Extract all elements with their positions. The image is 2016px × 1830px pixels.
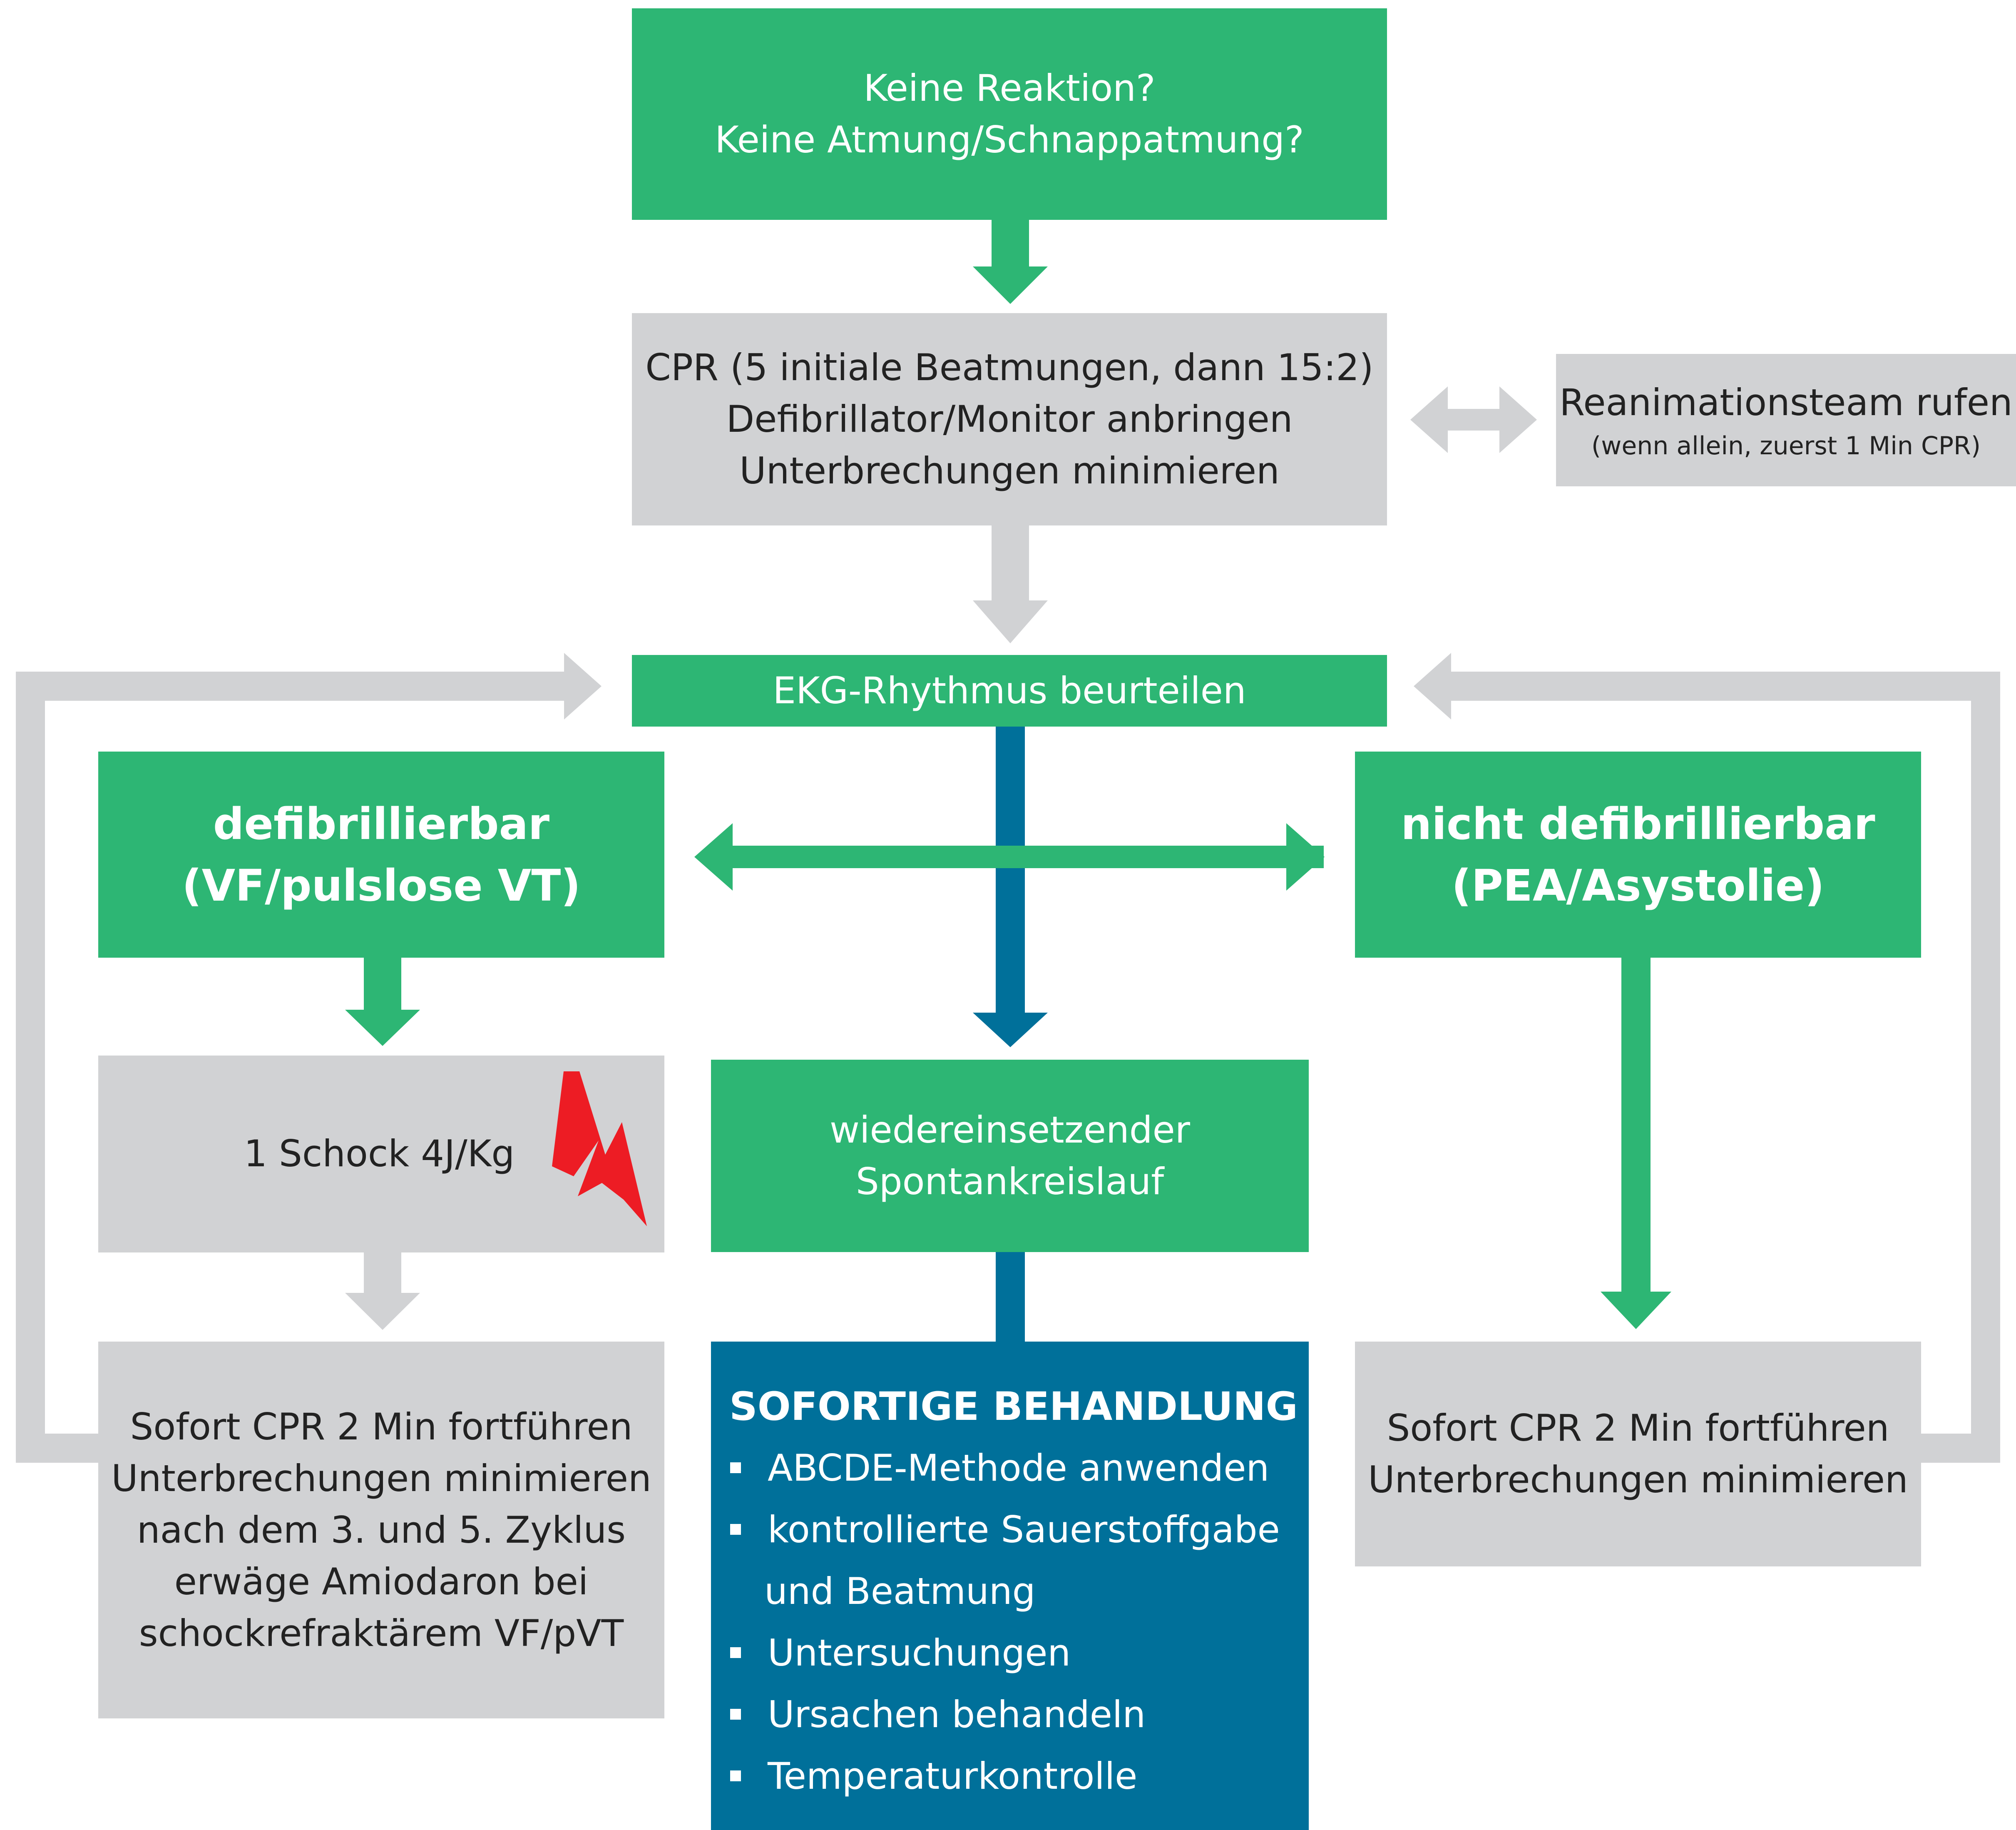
treatment-item-treat-causes: Ursachen behandeln bbox=[729, 1684, 1146, 1745]
node-cpr-left-line5: schockrefraktärem VF/pVT bbox=[139, 1611, 624, 1655]
node-shockable: defibrillierbar (VF/pulslose VT) bbox=[98, 752, 664, 958]
node-non-shockable-line2: (PEA/Asystolie) bbox=[1452, 860, 1825, 911]
node-cpr-right-line2: Unterbrechungen minimieren bbox=[1368, 1458, 1908, 1501]
node-cpr-line1: CPR (5 initiale Beatmungen, dann 15:2) bbox=[645, 346, 1374, 389]
arrow-cpr-team-double bbox=[1410, 386, 1537, 453]
treatment-item-oxygen-continued: und Beatmung bbox=[764, 1570, 1036, 1613]
node-rosc-line2: Spontankreislauf bbox=[855, 1160, 1164, 1203]
node-no-response-line1: Keine Reaktion? bbox=[863, 67, 1156, 110]
node-cpr-continue-left: Sofort CPR 2 Min fortführen Unterbrechun… bbox=[98, 1342, 664, 1718]
arrow-shockable-to-shock bbox=[345, 958, 420, 1046]
node-non-shockable-line1: nicht defibrillierbar bbox=[1401, 798, 1875, 849]
node-cpr-left-line1: Sofort CPR 2 Min fortführen bbox=[130, 1405, 633, 1448]
arrow-nonshockable-to-cpr-right bbox=[1601, 958, 1671, 1329]
node-cpr-right-line1: Sofort CPR 2 Min fortführen bbox=[1387, 1407, 1889, 1449]
node-call-team: Reanimationsteam rufen (wenn allein, zue… bbox=[1556, 354, 2016, 486]
node-rosc-line1: wiedereinsetzender bbox=[830, 1108, 1190, 1151]
node-assess-ekg-label: EKG-Rhythmus beurteilen bbox=[773, 669, 1246, 712]
node-cpr-line2: Defibrillator/Monitor anbringen bbox=[726, 398, 1293, 441]
node-non-shockable: nicht defibrillierbar (PEA/Asystolie) bbox=[1355, 752, 1921, 958]
connector-rosc-to-treatment bbox=[996, 1252, 1025, 1344]
node-cpr-left-line3: nach dem 3. und 5. Zyklus bbox=[137, 1508, 626, 1551]
arrow-start-to-cpr bbox=[973, 220, 1048, 304]
treatment-list-continued: Untersuchungen Ursachen behandeln Temper… bbox=[729, 1622, 1146, 1807]
loop-right-back-to-ekg bbox=[1414, 653, 2000, 1463]
node-shockable-line2: (VF/pulslose VT) bbox=[182, 860, 581, 911]
treatment-list: ABCDE-Methode anwenden kontrollierte Sau… bbox=[729, 1437, 1280, 1561]
node-shock-label: 1 Schock 4J/Kg bbox=[244, 1132, 515, 1175]
node-cpr: CPR (5 initiale Beatmungen, dann 15:2) D… bbox=[632, 313, 1387, 525]
node-cpr-continue-right: Sofort CPR 2 Min fortführen Unterbrechun… bbox=[1355, 1342, 1921, 1566]
node-call-team-line1: Reanimationsteam rufen bbox=[1559, 381, 2013, 424]
node-cpr-line3: Unterbrechungen minimieren bbox=[739, 449, 1280, 492]
node-no-response: Keine Reaktion? Keine Atmung/Schnappatmu… bbox=[632, 8, 1387, 220]
node-shockable-line1: defibrillierbar bbox=[213, 798, 550, 849]
node-cpr-left-line2: Unterbrechungen minimieren bbox=[111, 1457, 651, 1500]
lightning-bolt-icon bbox=[552, 1071, 647, 1226]
arrow-shock-to-cpr-left bbox=[345, 1252, 420, 1330]
node-immediate-treatment: SOFORTIGE BEHANDLUNG ABCDE-Methode anwen… bbox=[711, 1342, 1309, 1830]
treatment-title: SOFORTIGE BEHANDLUNG bbox=[729, 1384, 1298, 1429]
node-rosc: wiedereinsetzender Spontankreislauf bbox=[711, 1060, 1309, 1252]
node-no-response-line2: Keine Atmung/Schnappatmung? bbox=[715, 118, 1304, 161]
arrow-ekg-to-rosc bbox=[973, 727, 1048, 1047]
treatment-item-oxygen: kontrollierte Sauerstoffgabe bbox=[729, 1499, 1280, 1561]
node-cpr-left-line4: erwäge Amiodaron bei bbox=[174, 1560, 589, 1603]
arrow-cpr-to-ekg bbox=[973, 525, 1048, 643]
treatment-item-investigations: Untersuchungen bbox=[729, 1622, 1146, 1684]
node-assess-ekg: EKG-Rhythmus beurteilen bbox=[632, 655, 1387, 727]
treatment-item-temperature: Temperaturkontrolle bbox=[729, 1745, 1146, 1807]
node-call-team-line2: (wenn allein, zuerst 1 Min CPR) bbox=[1591, 431, 1981, 461]
arrow-shockable-nonshockable-double bbox=[694, 823, 1325, 891]
node-shock: 1 Schock 4J/Kg bbox=[98, 1056, 664, 1252]
loop-left-back-to-ekg bbox=[16, 653, 602, 1463]
treatment-item-abcde: ABCDE-Methode anwenden bbox=[729, 1437, 1280, 1499]
